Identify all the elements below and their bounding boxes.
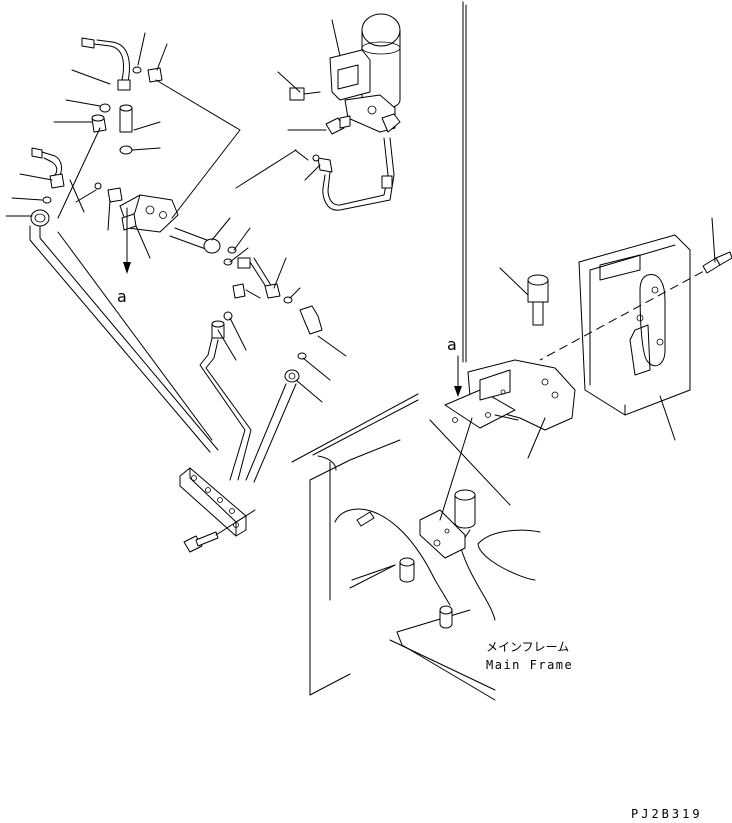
bolt-center-line [539, 264, 716, 361]
side-cover [578, 234, 691, 416]
manifold-block-icon [179, 467, 247, 537]
fittings [30, 37, 395, 383]
view-arrow-left [123, 207, 131, 274]
view-marker-right: a [447, 335, 457, 354]
main-frame-label-jp: メインフレーム [486, 640, 569, 654]
mounting-bracket [444, 359, 576, 431]
main-frame [291, 1, 541, 701]
distributor-valve-icon [119, 194, 179, 233]
view-arrow-right [454, 355, 462, 397]
bracket-bolt-icon [527, 274, 549, 326]
view-marker-left: a [117, 287, 127, 306]
main-frame-label-en: Main Frame [486, 658, 573, 672]
lubrication-pipes [29, 225, 297, 483]
grease-pump-icon [329, 13, 401, 133]
manifold-bolt-icon [183, 509, 256, 553]
drawing-code: PJ2B319 [631, 807, 703, 821]
leader-lines [5, 19, 716, 581]
cover-bolt-icon [702, 251, 732, 274]
